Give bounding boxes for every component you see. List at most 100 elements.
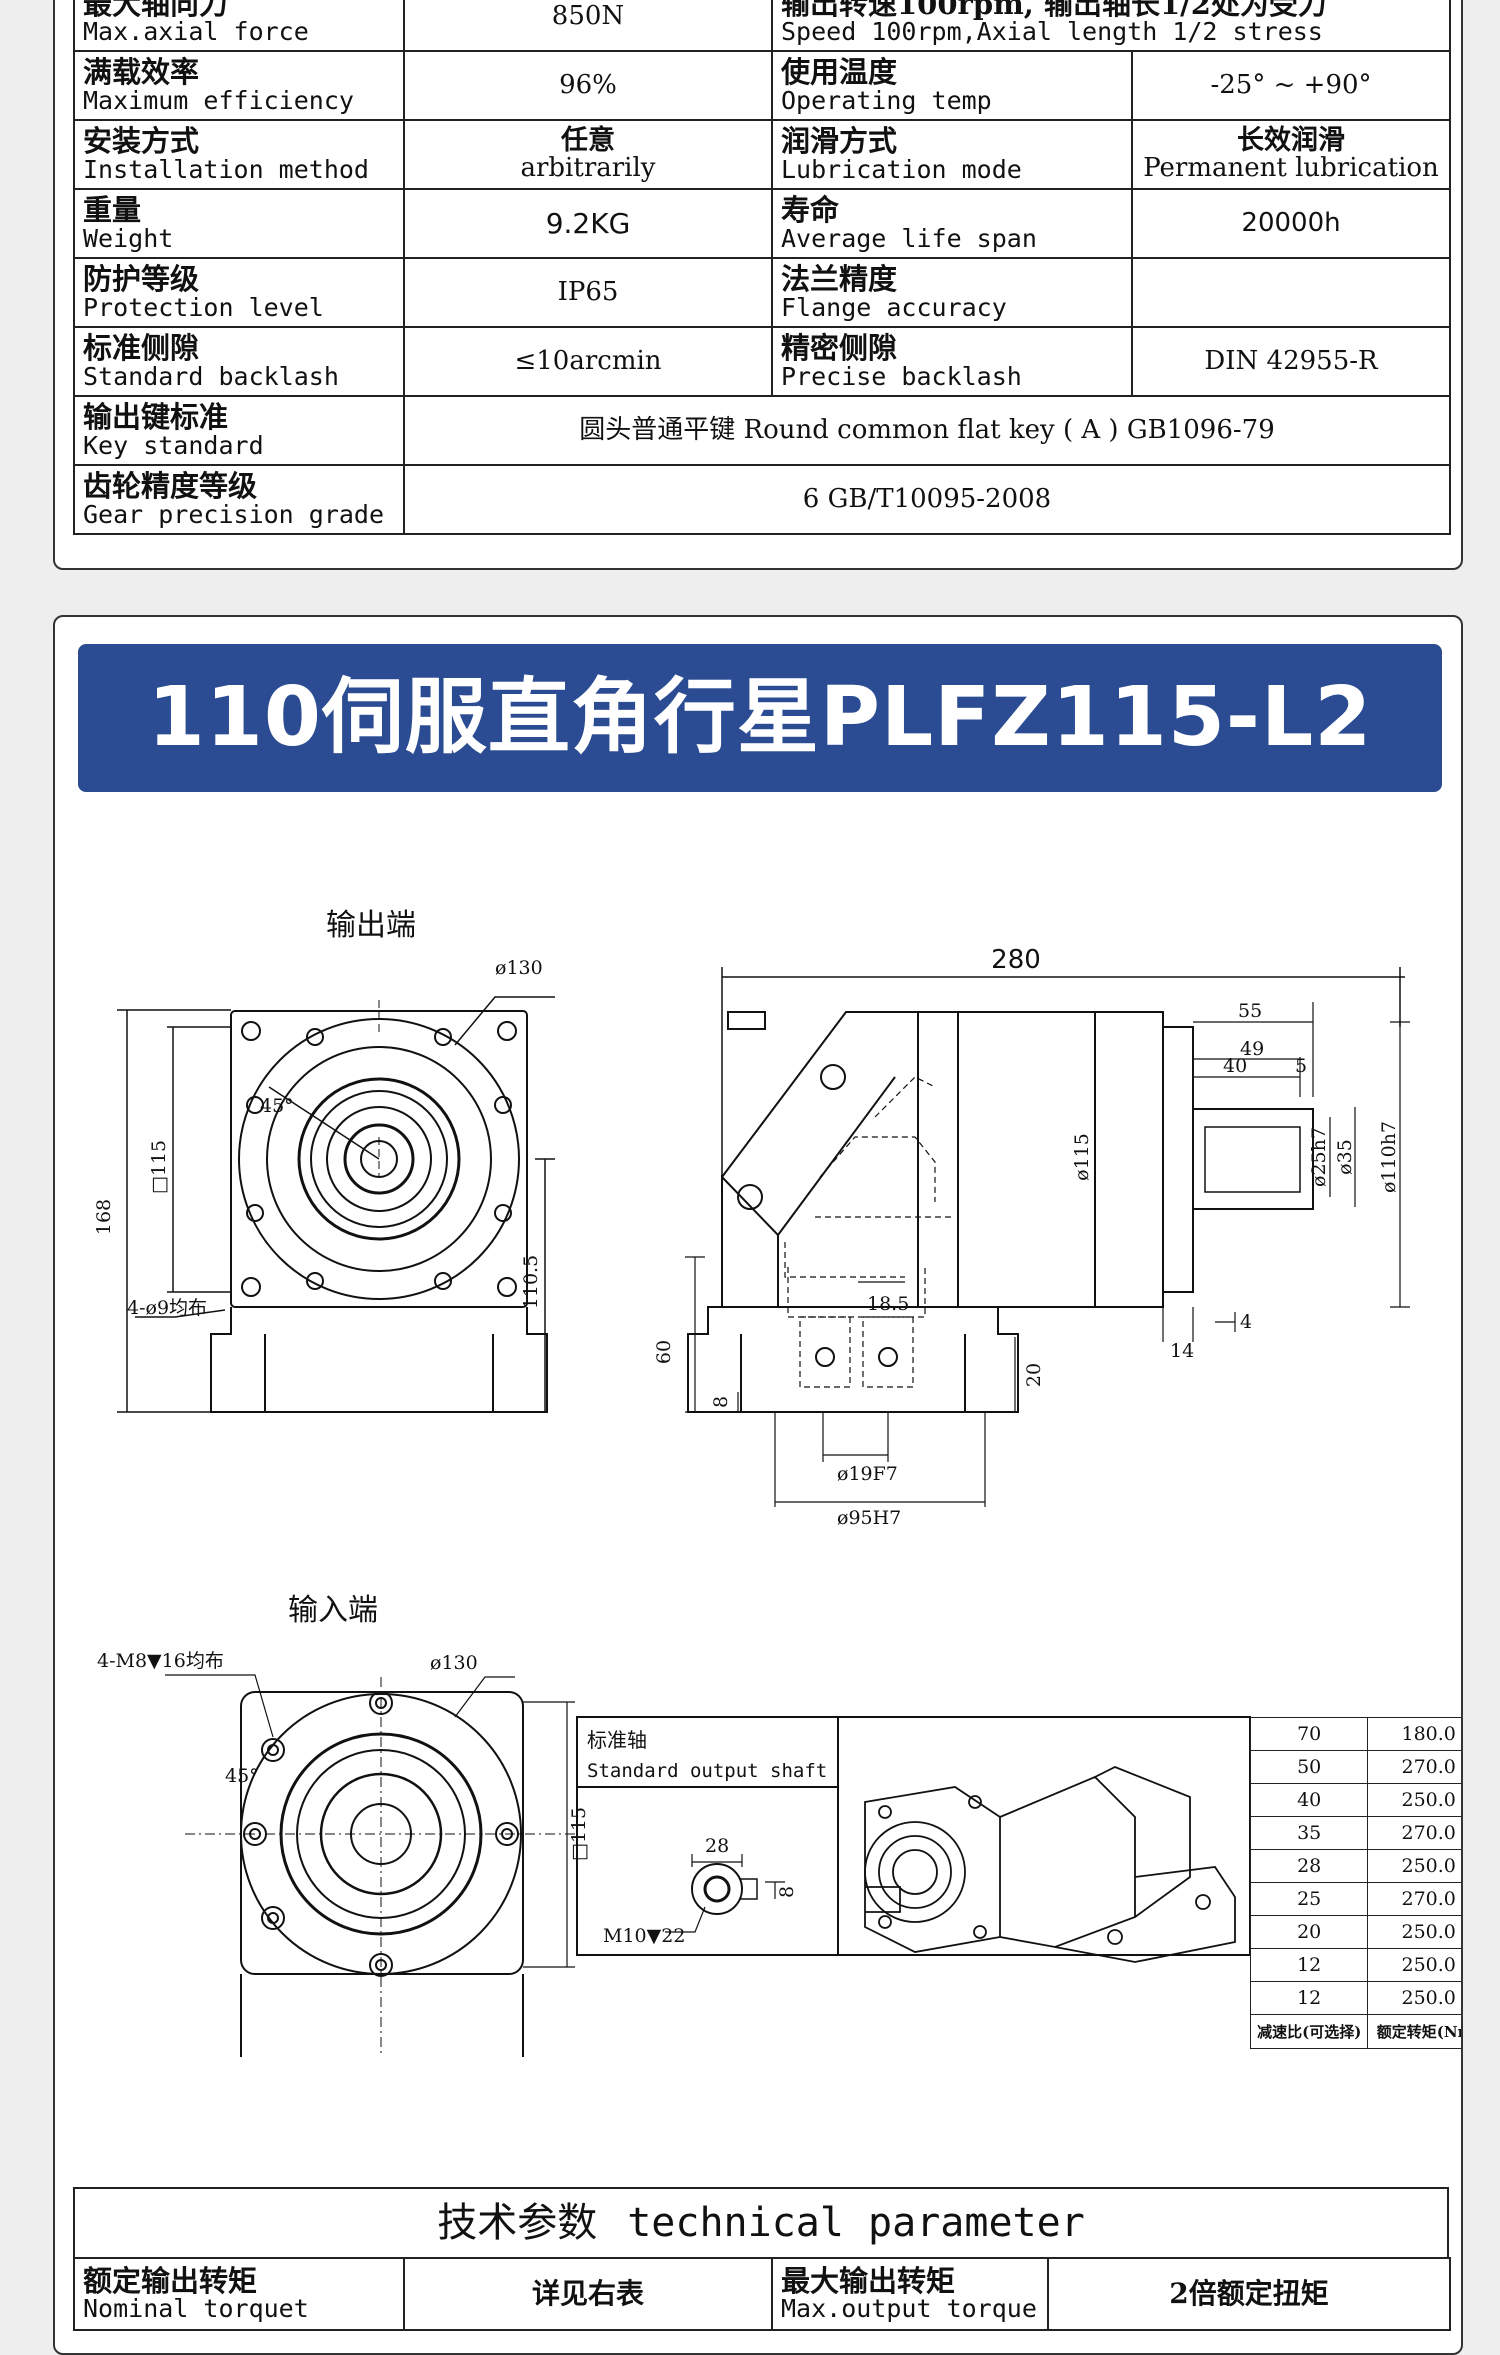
dim-label: 280 <box>991 945 1041 975</box>
ratio-table-footer: 减速比(可选择) 额定转矩(Nm) <box>1249 2014 1461 2049</box>
ratio-cell: 28 <box>1249 1849 1369 1883</box>
output-end-label: 输出端 <box>326 908 416 943</box>
dim-label: ø110h7 <box>1378 1121 1400 1193</box>
dim-label: 55 <box>1238 1000 1262 1022</box>
ratio-cell: 50 <box>1249 1750 1369 1784</box>
weight-value: 9.2KG <box>403 188 773 259</box>
shaft-label-zh: 标准轴 <box>587 1728 647 1752</box>
nominal-torque-value: 详见右表 <box>403 2257 773 2331</box>
dim-label: 20 <box>1023 1363 1045 1387</box>
torque-cell: 270.0 <box>1367 1750 1461 1784</box>
dim-label: 110.5 <box>520 1255 542 1309</box>
torque-cell: 250.0 <box>1367 1783 1461 1817</box>
torque-col-label: 额定转矩(Nm) <box>1367 2014 1461 2049</box>
ratio-cell: 12 <box>1249 1981 1369 2015</box>
flange-value <box>1130 257 1452 328</box>
std-backlash-value: ≤10arcmin <box>403 326 773 397</box>
dim-label: ø25h7 <box>1308 1127 1330 1187</box>
torque-cell: 270.0 <box>1367 1882 1461 1916</box>
efficiency-value: 96% <box>403 50 773 121</box>
torque-cell: 250.0 <box>1367 1849 1461 1883</box>
side-view <box>685 967 1410 1507</box>
temp-value: -25° ~ +90° <box>1130 50 1452 121</box>
dim-label: 5 <box>1295 1055 1307 1077</box>
product-title-banner: 110伺服直角行星PLFZ115-L2 <box>78 644 1442 792</box>
dim-label: M10▼22 <box>603 1925 685 1947</box>
dim-label: 8 <box>710 1396 732 1408</box>
ratio-col-label: 减速比(可选择) <box>1249 2014 1369 2049</box>
ratio-cell: 20 <box>1249 1915 1369 1949</box>
ratio-cell: 70 <box>1249 1717 1369 1751</box>
gear-precision-value: 6 GB/T10095-2008 <box>402 464 1452 535</box>
product-image <box>864 1766 1236 1963</box>
dim-label: ø115 <box>1071 1133 1093 1181</box>
dim-label: ø19F7 <box>837 1463 898 1485</box>
lifespan-value: 20000h <box>1130 188 1452 259</box>
dim-label: 28 <box>705 1835 729 1857</box>
torque-cell: 250.0 <box>1367 1948 1461 1982</box>
dim-label: 4-M8▼16均布 <box>97 1650 224 1672</box>
torque-cell: 180.0 <box>1367 1717 1461 1751</box>
dim-label: 14 <box>1170 1340 1194 1362</box>
input-end-view <box>165 1674 575 2057</box>
max-torque-value: 2倍额定扭矩 <box>1047 2257 1451 2331</box>
dim-label: 4-ø9均布 <box>127 1297 207 1319</box>
drawing-card: 110伺服直角行星PLFZ115-L2 <box>53 615 1463 2355</box>
precise-backlash-value: DIN 42955-R <box>1130 326 1452 397</box>
dim-label: 60 <box>653 1340 675 1364</box>
protection-value: IP65 <box>403 257 773 328</box>
axial-force-value: 850N <box>403 0 773 52</box>
dim-label: ø130 <box>430 1652 478 1674</box>
dim-label: ø35 <box>1334 1139 1356 1175</box>
input-end-label: 输入端 <box>288 1593 378 1628</box>
shaft-label-en: Standard output shaft <box>587 1760 827 1782</box>
ratio-cell: 12 <box>1249 1948 1369 1982</box>
tech-title-en: technical parameter <box>627 2200 1085 2246</box>
dim-label: ø130 <box>495 957 543 979</box>
key-standard-value: 圆头普通平键 Round common flat key ( A ) GB109… <box>402 395 1452 466</box>
dim-label: □115 <box>568 1807 590 1861</box>
dim-label: ø95H7 <box>837 1507 901 1529</box>
ratio-cell: 35 <box>1249 1816 1369 1850</box>
torque-cell: 250.0 <box>1367 1915 1461 1949</box>
dim-label: 168 <box>93 1199 115 1235</box>
torque-cell: 270.0 <box>1367 1816 1461 1850</box>
dim-label: 8 <box>776 1886 798 1898</box>
dim-label: 45° <box>260 1095 294 1117</box>
